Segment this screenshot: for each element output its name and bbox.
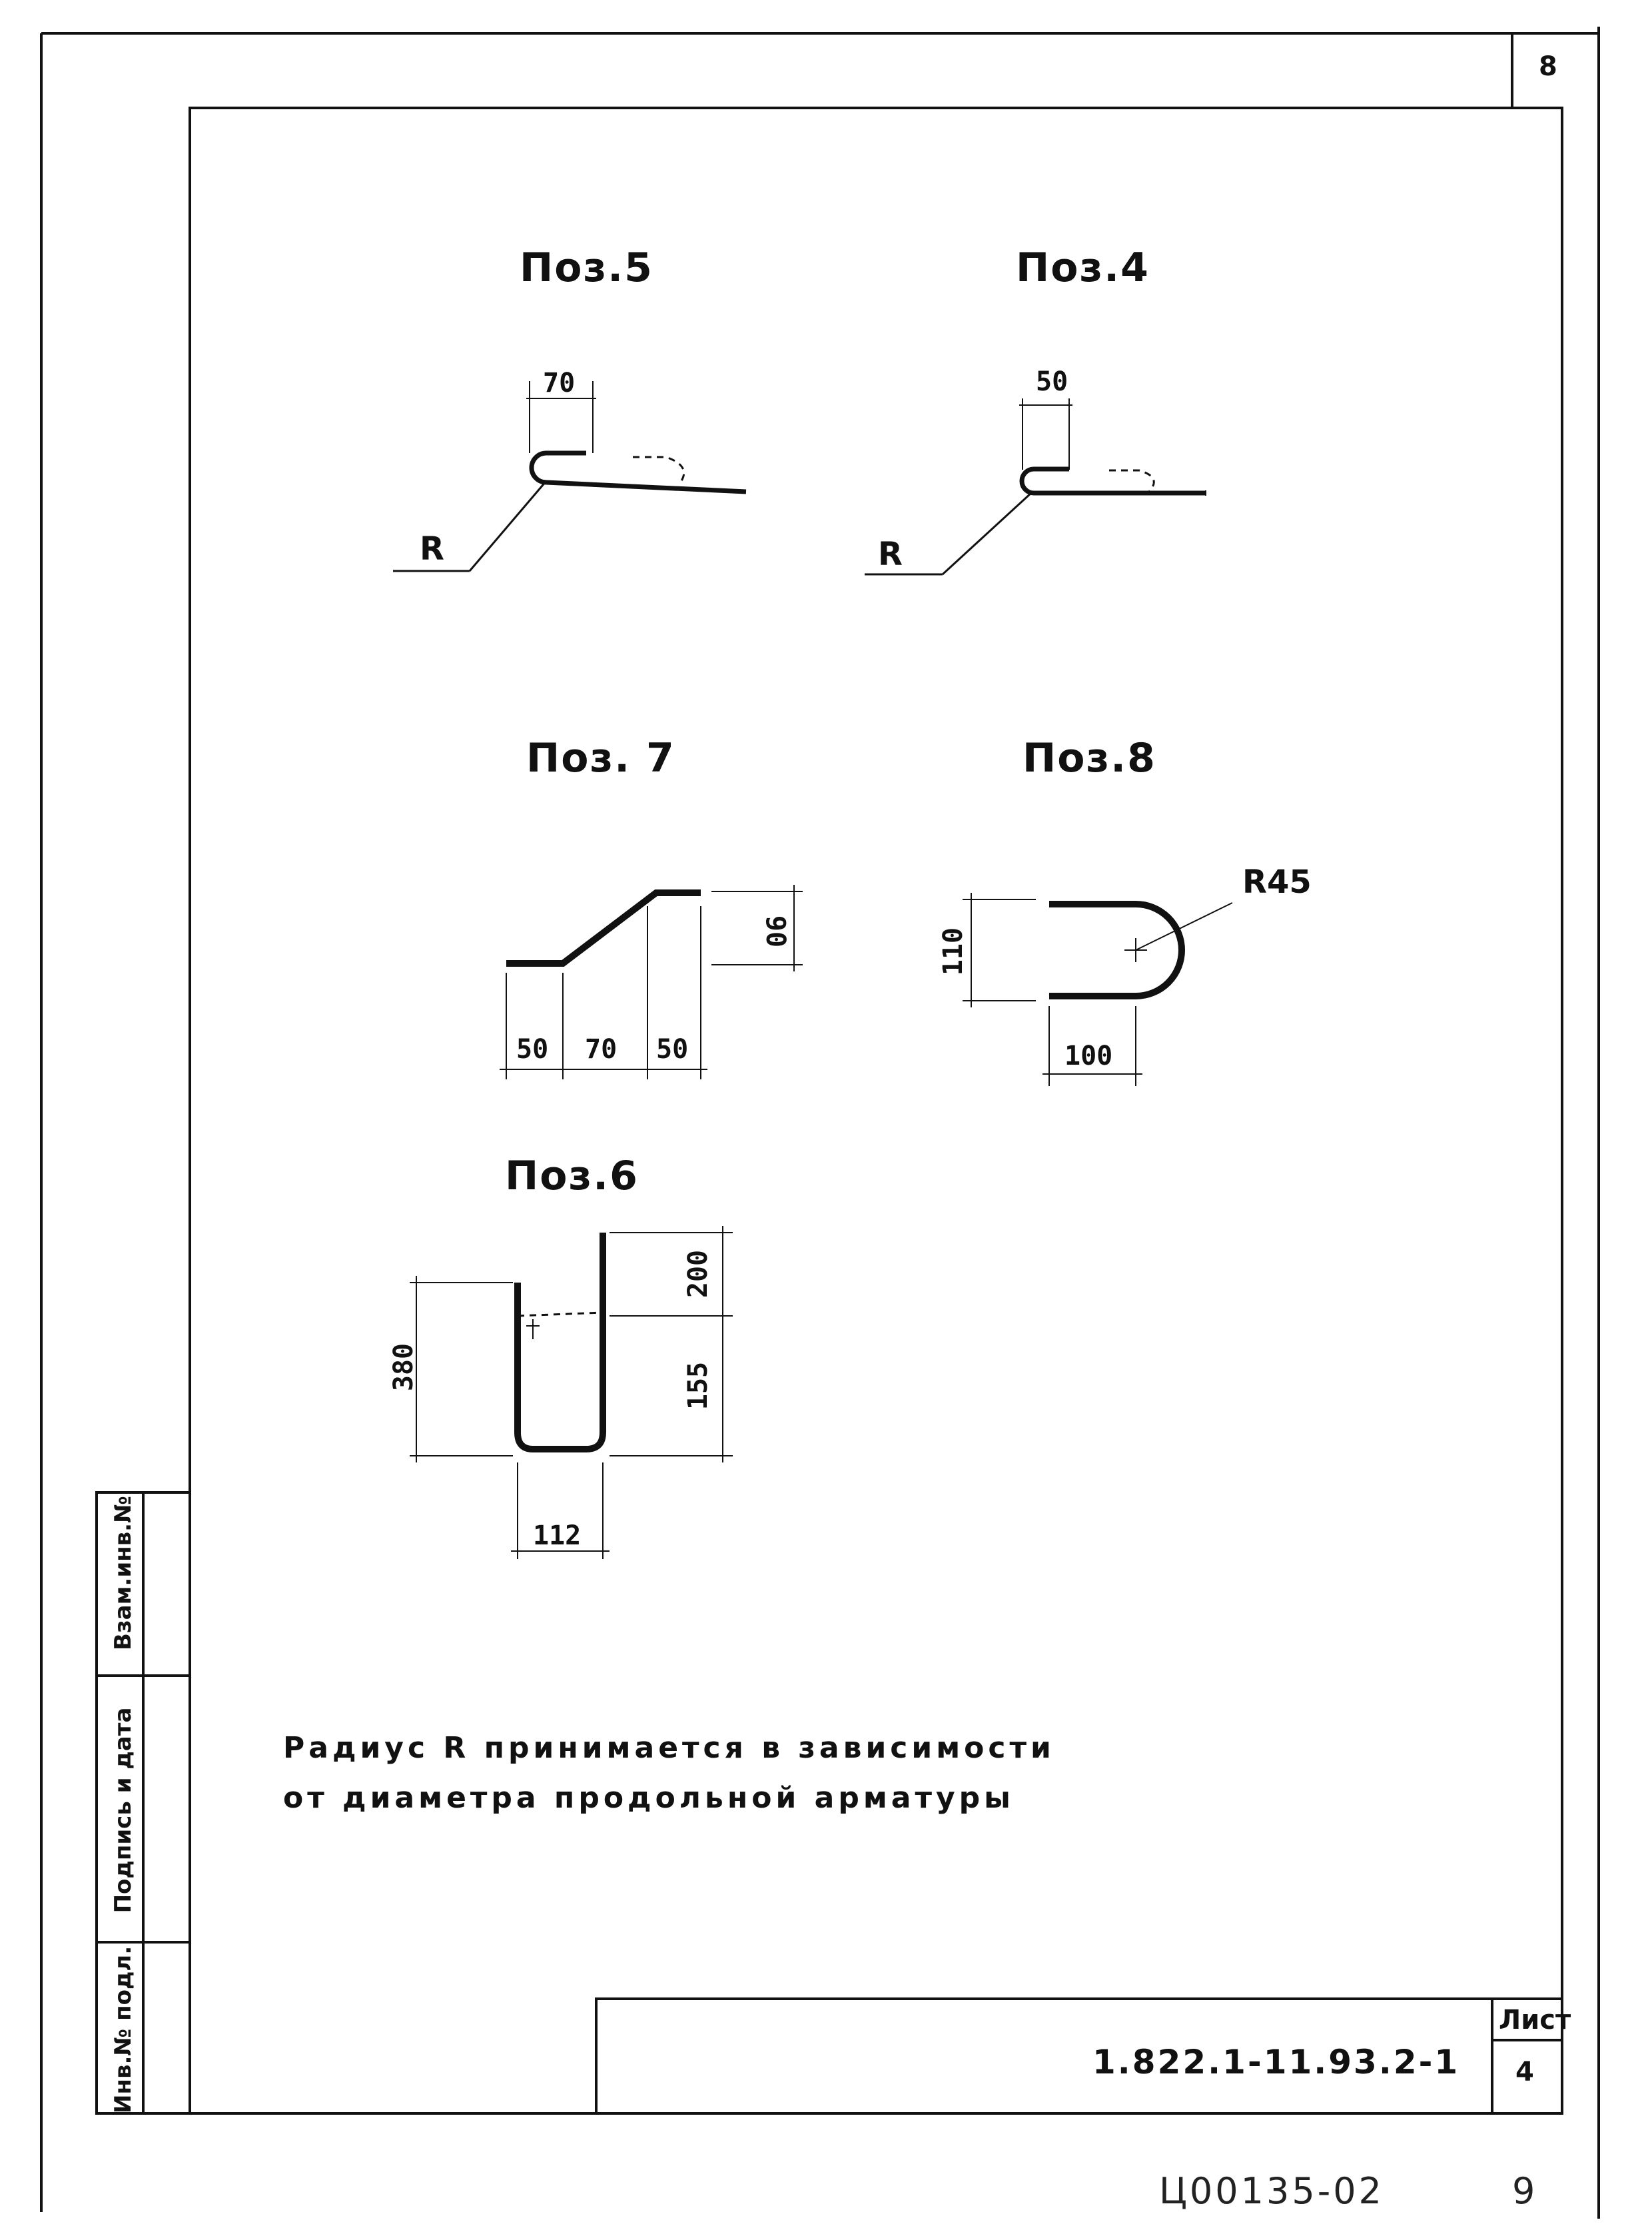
pos6-dim-w: 112 bbox=[533, 1520, 582, 1551]
pos7-dim-a: 50 bbox=[516, 1034, 549, 1065]
pos4-radius-label: R bbox=[878, 536, 903, 573]
doc-code: 1.822.1-11.93.2-1 bbox=[1092, 2043, 1460, 2081]
pos7-dim-c: 50 bbox=[656, 1034, 689, 1065]
pos6-dim-mid: 155 bbox=[683, 1361, 714, 1410]
pos4-dim: 50 bbox=[1036, 366, 1068, 397]
archive-code: Ц00135-02 bbox=[1159, 2170, 1384, 2212]
pos8-radius-label: R45 bbox=[1242, 863, 1312, 901]
pos5-dim: 70 bbox=[543, 368, 576, 398]
stamp-podpis-data: Подпись и дата bbox=[110, 1707, 137, 1914]
note-line-2: от диаметра продольной арматуры bbox=[283, 1781, 1015, 1815]
sheet-label: Лист bbox=[1499, 2005, 1571, 2035]
pos8-title: Поз.8 bbox=[1023, 735, 1156, 782]
stamp-vzam-inv: Взам.инв.№ bbox=[110, 1496, 137, 1650]
pos4-drawing bbox=[865, 398, 1206, 576]
pos7-dim-h: 90 bbox=[760, 915, 791, 948]
pos5-radius-label: R bbox=[420, 530, 444, 568]
pos6-dim-left: 380 bbox=[388, 1343, 420, 1392]
pos8-dim-w: 100 bbox=[1064, 1041, 1113, 1071]
pos6-drawing bbox=[410, 1226, 733, 1559]
title-block-frame bbox=[595, 1997, 1563, 2115]
pos7-drawing bbox=[500, 885, 803, 1079]
stamp-inv-podl: Инв.№ подл. bbox=[110, 1946, 137, 2113]
corner-number: 8 bbox=[1539, 51, 1557, 82]
pos5-drawing bbox=[393, 381, 747, 572]
pos7-dim-b: 70 bbox=[585, 1034, 618, 1065]
pos5-title: Поз.5 bbox=[520, 245, 653, 291]
pos7-title: Поз. 7 bbox=[526, 735, 675, 782]
pos4-title: Поз.4 bbox=[1016, 245, 1150, 291]
pos8-dim-h: 110 bbox=[938, 927, 969, 976]
pos6-title: Поз.6 bbox=[505, 1153, 639, 1199]
pos6-dim-top: 200 bbox=[683, 1249, 714, 1299]
note-line-1: Радиус R принимается в зависимости bbox=[283, 1731, 1055, 1765]
bottom-right-number: 9 bbox=[1512, 2170, 1538, 2212]
pos8-drawing bbox=[963, 893, 1233, 1086]
sheet-number: 4 bbox=[1515, 2057, 1534, 2087]
